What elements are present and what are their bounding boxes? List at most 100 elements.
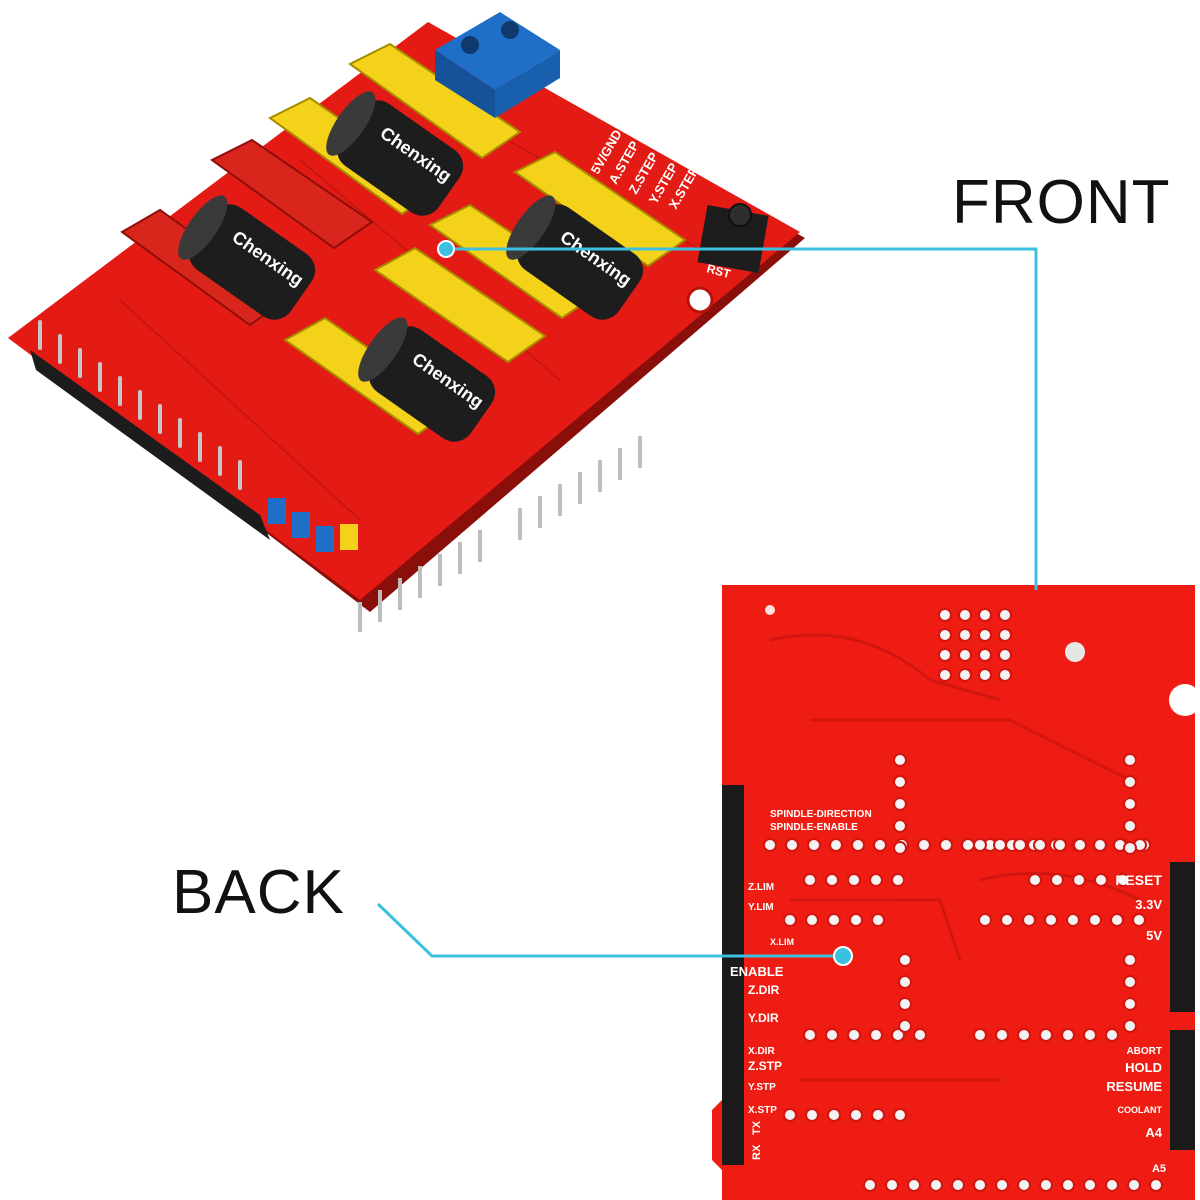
back-right-silkscreen: RESET 3.3V 5V ABORT HOLD RESUME COOLANT … [1106,872,1166,1175]
solder-pad [1050,873,1064,887]
solder-pad [1123,841,1137,855]
solder-pad [891,1028,905,1042]
back-left-silkscreen: SPINDLE-DIRECTION SPINDLE-ENABLE Z.LIM Y… [730,809,872,1160]
solder-pad [871,913,885,927]
solder-pad [827,913,841,927]
front-bottom-pins [358,436,642,632]
solder-pad [763,838,777,852]
solder-pad [803,873,817,887]
solder-pad [1127,1178,1141,1192]
solder-pad [803,1028,817,1042]
solder-pad [869,1028,883,1042]
solder-pad [847,873,861,887]
solder-pad [978,648,992,662]
solder-pad [1123,1019,1137,1033]
solder-pad [1116,873,1130,887]
solder-pad [893,797,907,811]
solder-pad [973,838,987,852]
solder-pad [998,648,1012,662]
silk-a4: A4 [1145,1125,1162,1140]
solder-pad [1123,997,1137,1011]
solder-pad [1061,1028,1075,1042]
silk-5v: 5V [1146,928,1162,943]
back-callout-line [376,902,843,958]
solder-pad [1013,838,1027,852]
silk-spindle-direction: SPINDLE-DIRECTION [770,809,872,820]
solder-pad [958,648,972,662]
solder-pad [825,1028,839,1042]
solder-pad [898,1019,912,1033]
front-left-pin-header [30,320,270,540]
solder-pad [978,628,992,642]
solder-pad [869,873,883,887]
solder-pad [1033,838,1047,852]
solder-pad [1123,797,1137,811]
solder-pad [893,775,907,789]
silk-y-dir: Y.DIR [748,1011,779,1025]
solder-pad [1123,975,1137,989]
solder-pad [1105,1178,1119,1192]
solder-pad [998,608,1012,622]
solder-pad [1061,1178,1075,1192]
solder-pad [958,608,972,622]
silk-reset: RESET [1115,872,1162,888]
back-solder-pads [763,608,1163,1192]
solder-pad [849,913,863,927]
solder-pad [958,628,972,642]
solder-pad [1093,838,1107,852]
solder-pad [805,1108,819,1122]
solder-pad [978,913,992,927]
silk-a5: A5 [1152,1163,1166,1175]
solder-pad [783,1108,797,1122]
solder-pad [1123,753,1137,767]
front-red-header-2 [210,138,374,250]
solder-pad [851,838,865,852]
solder-pad [913,1028,927,1042]
solder-pad [1105,1028,1119,1042]
solder-pad [995,1178,1009,1192]
solder-pad [1149,1178,1163,1192]
solder-pad [807,838,821,852]
back-label: BACK [172,858,345,927]
solder-pad [1053,838,1067,852]
solder-pad [885,1178,899,1192]
solder-pad [847,1028,861,1042]
solder-pad [938,628,952,642]
solder-pad [783,913,797,927]
solder-pad [805,913,819,927]
solder-pad [829,838,843,852]
silk-tx: TX [751,1120,763,1135]
front-pcb [8,22,800,600]
solder-pad [995,1028,1009,1042]
solder-pad [891,873,905,887]
solder-pad [893,753,907,767]
solder-pad [1094,873,1108,887]
front-board: Chenxing Chenxing Chenxing Chenxing [8,12,805,632]
solder-pad [1123,953,1137,967]
solder-pad [998,628,1012,642]
solder-pad [1083,1028,1097,1042]
solder-pad [1017,1028,1031,1042]
solder-pad [873,838,887,852]
solder-pad [1088,913,1102,927]
silk-coolant: COOLANT [1118,1105,1163,1115]
solder-pad [938,648,952,662]
solder-pad [871,1108,885,1122]
solder-pad [1123,819,1137,833]
solder-pad [1022,913,1036,927]
solder-pad [907,1178,921,1192]
solder-pad [893,819,907,833]
solder-pad [978,668,992,682]
silk-x-stp: X.STP [748,1105,777,1116]
front-terminal-block [435,12,560,118]
solder-pad [827,1108,841,1122]
solder-pad [973,1178,987,1192]
solder-pad [898,997,912,1011]
solder-pad [917,838,931,852]
solder-pad [973,1028,987,1042]
solder-pad [1044,913,1058,927]
back-right-header-1 [1170,862,1195,1012]
solder-pad [958,668,972,682]
silk-x-lim: X.LIM [770,937,794,947]
